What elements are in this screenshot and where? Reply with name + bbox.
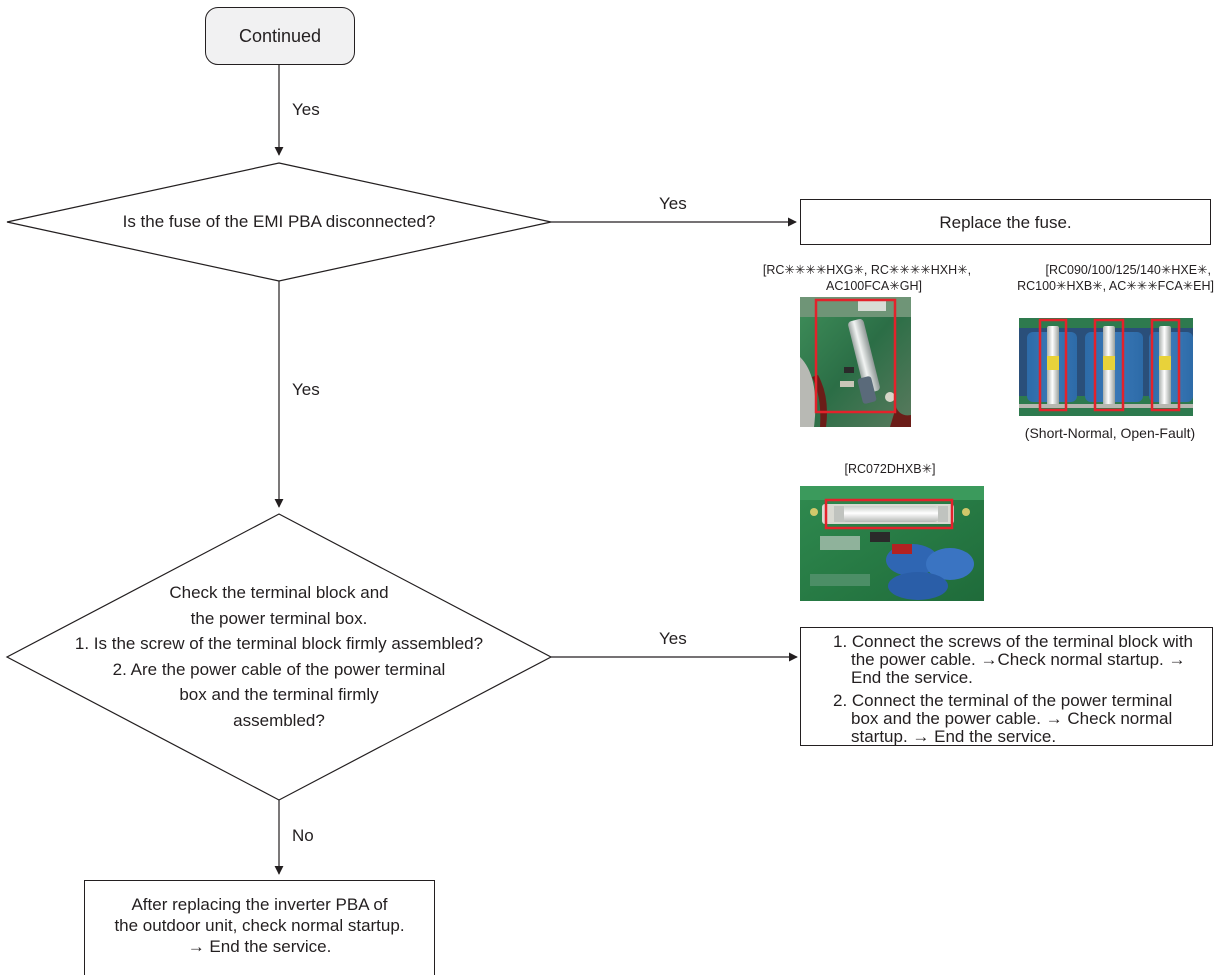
terminal-decision-line: 1. Is the screw of the terminal block fi… [74, 634, 484, 653]
photo2-caption: [RC090/100/125/140✳HXE✳, RC100✳HXB✳, AC✳… [994, 262, 1214, 294]
replace-fuse-box: Replace the fuse. [800, 199, 1211, 245]
start-label: Continued [238, 25, 322, 46]
photo2-note: (Short-Normal, Open-Fault) [1024, 425, 1196, 441]
edge-label-terminal-no: No [292, 826, 314, 845]
photo2-caption-line: RC100✳HXB✳, AC✳✳✳FCA✳EH] [1017, 279, 1214, 293]
terminal-decision-line: the power terminal box. [190, 608, 368, 628]
connect-steps-box: 1. Connect the screws of the terminal bl… [800, 627, 1213, 746]
edge-label-fuse-to-terminal: Yes [292, 380, 320, 399]
photo3-fuse-board [800, 486, 984, 601]
replace-inverter-box: After replacing the inverter PBA of the … [84, 880, 435, 975]
photo1-caption: [RC✳✳✳✳HXG✳, RC✳✳✳✳HXH✳, AC100FCA✳GH] [752, 262, 982, 294]
photo2-highlight-1 [1038, 318, 1068, 412]
edge-label-start-to-fuse: Yes [292, 100, 320, 119]
edge-label-terminal-yes: Yes [659, 629, 687, 648]
terminal-decision-line: assembled? [233, 710, 325, 730]
connect-step-2: 2. Connect the terminal of the power ter… [833, 691, 1173, 746]
replace-inverter-line: → End the service. [187, 937, 332, 956]
photo1-fuse-board [800, 297, 911, 427]
terminal-decision-line: 2. Are the power cable of the power term… [112, 659, 446, 679]
photo2-fuse-board [1019, 318, 1193, 416]
replace-inverter-line: After replacing the inverter PBA of [131, 895, 388, 914]
photo1-highlight [814, 298, 897, 414]
photo2-highlight-2 [1093, 318, 1125, 412]
photo1-caption-line: [RC✳✳✳✳HXG✳, RC✳✳✳✳HXH✳, [762, 263, 972, 277]
photo1-caption-line: AC100FCA✳GH] [826, 279, 922, 293]
photo2-caption-line: [RC090/100/125/140✳HXE✳, [1045, 263, 1212, 277]
connect-step-1: 1. Connect the screws of the terminal bl… [833, 632, 1193, 687]
terminal-decision-line: Check the terminal block and [169, 583, 389, 602]
photo2-highlight-3 [1150, 318, 1181, 412]
photo3-highlight [824, 498, 954, 530]
replace-fuse-text: Replace the fuse. [939, 212, 1072, 232]
replace-inverter-line: the outdoor unit, check normal startup. [114, 916, 405, 935]
photo3-caption-line: [RC072DHXB✳] [844, 462, 936, 476]
terminal-decision-text: Check the terminal block and the power t… [0, 580, 558, 733]
edge-label-fuse-yes: Yes [659, 194, 687, 213]
terminal-decision-line: box and the terminal firmly [179, 685, 379, 704]
photo3-caption: [RC072DHXB✳] [800, 461, 980, 477]
start-node: Continued [205, 7, 355, 65]
fuse-decision-text: Is the fuse of the EMI PBA disconnected? [122, 212, 436, 231]
